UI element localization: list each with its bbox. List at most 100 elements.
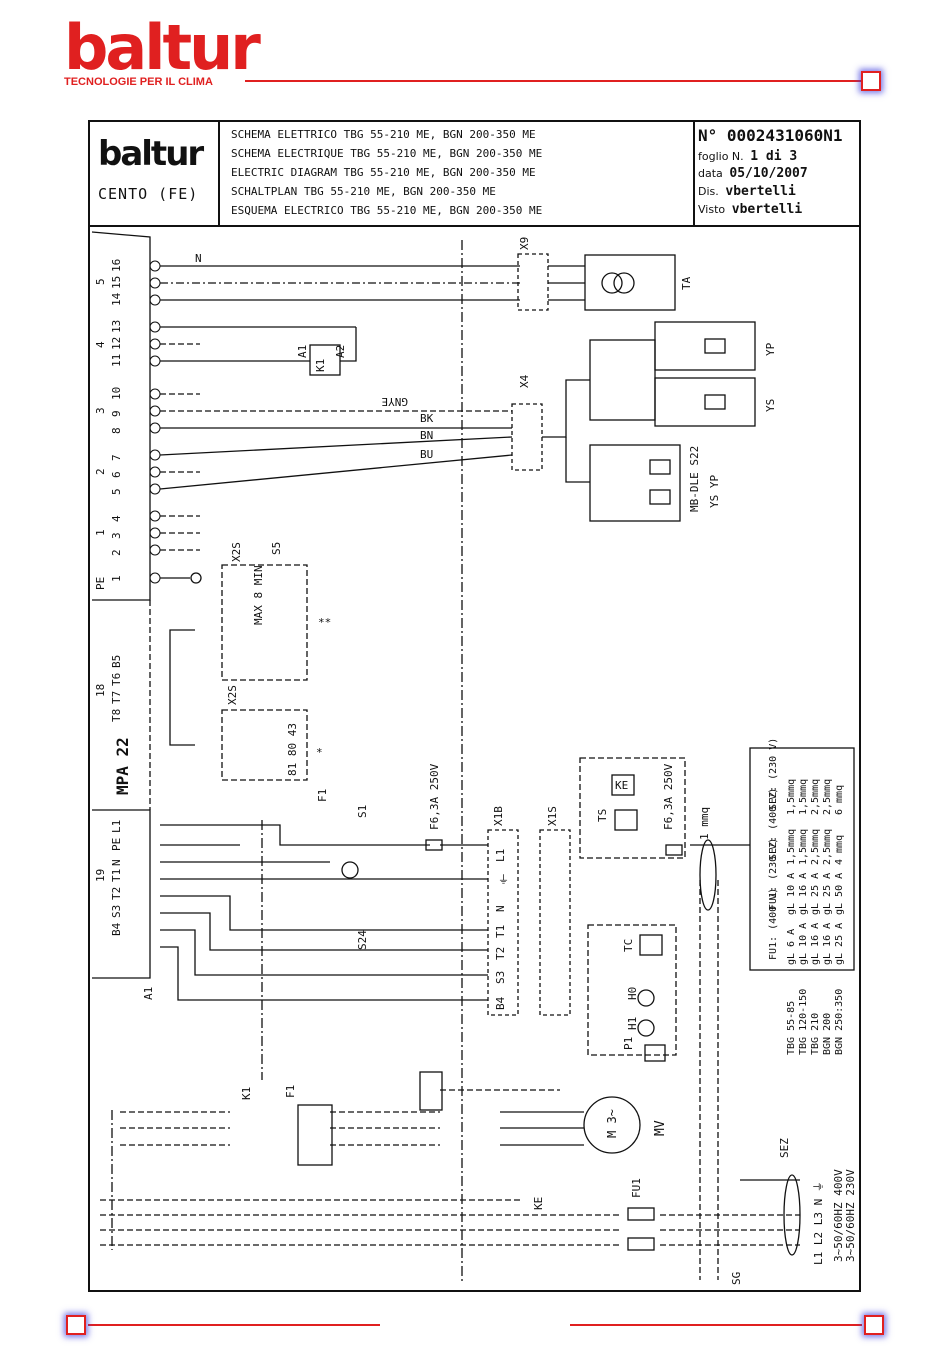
wire-n: N: [195, 252, 202, 265]
label-k1-motor: K1: [240, 1087, 253, 1100]
label-k1: K1: [314, 359, 327, 372]
connector-housing-bottom: [92, 809, 151, 979]
label-s5: S5: [270, 542, 283, 555]
group-label-3: 3: [94, 407, 107, 414]
label-fu1: FU1: [630, 1178, 643, 1198]
fuse-ts: [665, 844, 683, 856]
pin-n: N: [110, 859, 123, 866]
corner-marker-top-right: [861, 71, 881, 91]
pin-6: 6: [110, 471, 123, 478]
pin-5: 5: [110, 488, 123, 495]
valve-block-mbdle: [589, 444, 681, 522]
table-r4-c1: gL 25 A: [834, 923, 845, 965]
checked-value: vbertelli: [731, 202, 803, 217]
label-x9: X9: [518, 237, 531, 250]
label-ta: TA: [680, 276, 693, 290]
table-r1-c1: gL 10 A: [798, 923, 809, 965]
section-table: FU1: (400 V) FU1: (230 V) SEZ: (400 V) S…: [768, 738, 845, 1055]
label-ys: YS: [764, 399, 777, 412]
label-contacts: 81 80 43: [286, 723, 299, 776]
label-yp: YP: [764, 342, 777, 356]
counter-p1: [644, 1044, 666, 1062]
label-f1-motor: F1: [284, 1085, 297, 1098]
group-label-4: 4: [94, 341, 107, 348]
label-s1: S1: [356, 805, 369, 818]
label-supply-400: 3~50/60HZ 400V: [832, 1169, 845, 1262]
table-r4-c3: 4 mmq: [834, 835, 845, 865]
group-label-18: 18: [94, 684, 107, 697]
pin-b4: B4: [110, 922, 123, 936]
x1b-row-t2: T2: [494, 947, 507, 960]
table-r1-c3: 1,5mmq: [798, 829, 809, 865]
ts-sensor: [614, 809, 638, 831]
pin-16: 16: [110, 259, 123, 272]
table-r3-c0: BGN 200: [822, 1013, 833, 1055]
pin-11: 11: [110, 354, 123, 367]
label-s24: S24: [356, 930, 369, 950]
label-h0: H0: [626, 987, 639, 1000]
x1b-row-l1: L1: [494, 849, 507, 862]
table-header-sez-230: SEZ: (230 V): [768, 738, 779, 810]
group-label-2: 2: [94, 468, 107, 475]
group-label-pe: PE: [94, 577, 107, 590]
ke-box: [611, 774, 635, 796]
label-x2s-top: X2S: [230, 542, 243, 562]
table-r3-c2: gL 25 A: [822, 873, 833, 915]
footer-rule-right: [570, 1324, 862, 1326]
fuse-fu1-2: [627, 1237, 655, 1251]
label-h1: H1: [626, 1017, 639, 1030]
supply-cable-bundle: [783, 1174, 801, 1256]
title-block-divider-2: [693, 122, 695, 225]
pin-3: 3: [110, 532, 123, 539]
pin-t8: T8: [110, 709, 123, 722]
label-x2s-bottom: X2S: [226, 685, 239, 705]
pin-14: 14: [110, 292, 123, 306]
connector-housing-top: [91, 231, 151, 601]
label-x4: X4: [518, 374, 531, 388]
pin-4: 4: [110, 515, 123, 522]
connector-pins-left: [149, 260, 161, 584]
table-r3-c4: 2,5mmq: [822, 779, 833, 815]
pin-pe: PE: [110, 838, 123, 851]
relay-a1: [309, 344, 341, 376]
wire-bk: BK: [420, 412, 434, 425]
pin-1: 1: [110, 575, 123, 582]
group-label-1: 1: [94, 529, 107, 536]
table-r1-c4: 1,5mmq: [798, 779, 809, 815]
checked-label: Visto: [698, 203, 726, 216]
label-mbdle: MB-DLE S22: [688, 446, 701, 512]
cable-bundle: [699, 839, 717, 911]
terminal-x1b: [487, 829, 519, 1016]
label-sez: SEZ: [778, 1138, 791, 1158]
table-r2-c0: TBG 210: [810, 1013, 821, 1055]
sensor-box-bottom: [221, 709, 308, 781]
title-line-4: SCHALTPLAN TBG 55-210 ME, BGN 200-350 ME: [231, 185, 496, 198]
power-wires: [160, 824, 488, 1001]
terminal-wires: [159, 265, 520, 579]
pin-10: 10: [110, 387, 123, 400]
brand-logo: baltur TECNOLOGIE PER IL CLIMA: [64, 17, 261, 89]
pin-2: 2: [110, 549, 123, 556]
footer-rule-left: [88, 1324, 380, 1326]
pin-7: 7: [110, 454, 123, 461]
label-ys-yp: YS YP: [708, 475, 721, 508]
title-block-bottom-line: [90, 225, 861, 227]
table-r4-c2: gL 50 A: [834, 873, 845, 915]
fuse-fu1-1: [627, 1207, 655, 1221]
title-line-2: SCHEMA ELECTRIQUE TBG 55-210 ME, BGN 200…: [231, 147, 543, 160]
label-x1s: X1S: [546, 806, 559, 826]
brand-tagline: TECNOLOGIE PER IL CLIMA: [64, 76, 213, 88]
pin-12: 12: [110, 337, 123, 350]
title-line-5: ESQUEMA ELECTRICO TBG 55-210 ME, BGN 200…: [231, 204, 543, 217]
wire-gnye: GNYE: [382, 395, 409, 408]
label-motor: M 3~: [605, 1109, 619, 1138]
wire-bu: BU: [420, 448, 433, 461]
lamp-s1: [341, 861, 359, 879]
label-cable-size: 1 mmq: [698, 807, 711, 840]
tc-box: [587, 924, 677, 1056]
x1b-row-t1: T1: [494, 925, 507, 938]
title-line-3: ELECTRIC DIAGRAM TBG 55-210 ME, BGN 200-…: [231, 166, 536, 179]
pin-b5: B5: [110, 655, 123, 668]
pin-t6: T6: [110, 673, 123, 686]
